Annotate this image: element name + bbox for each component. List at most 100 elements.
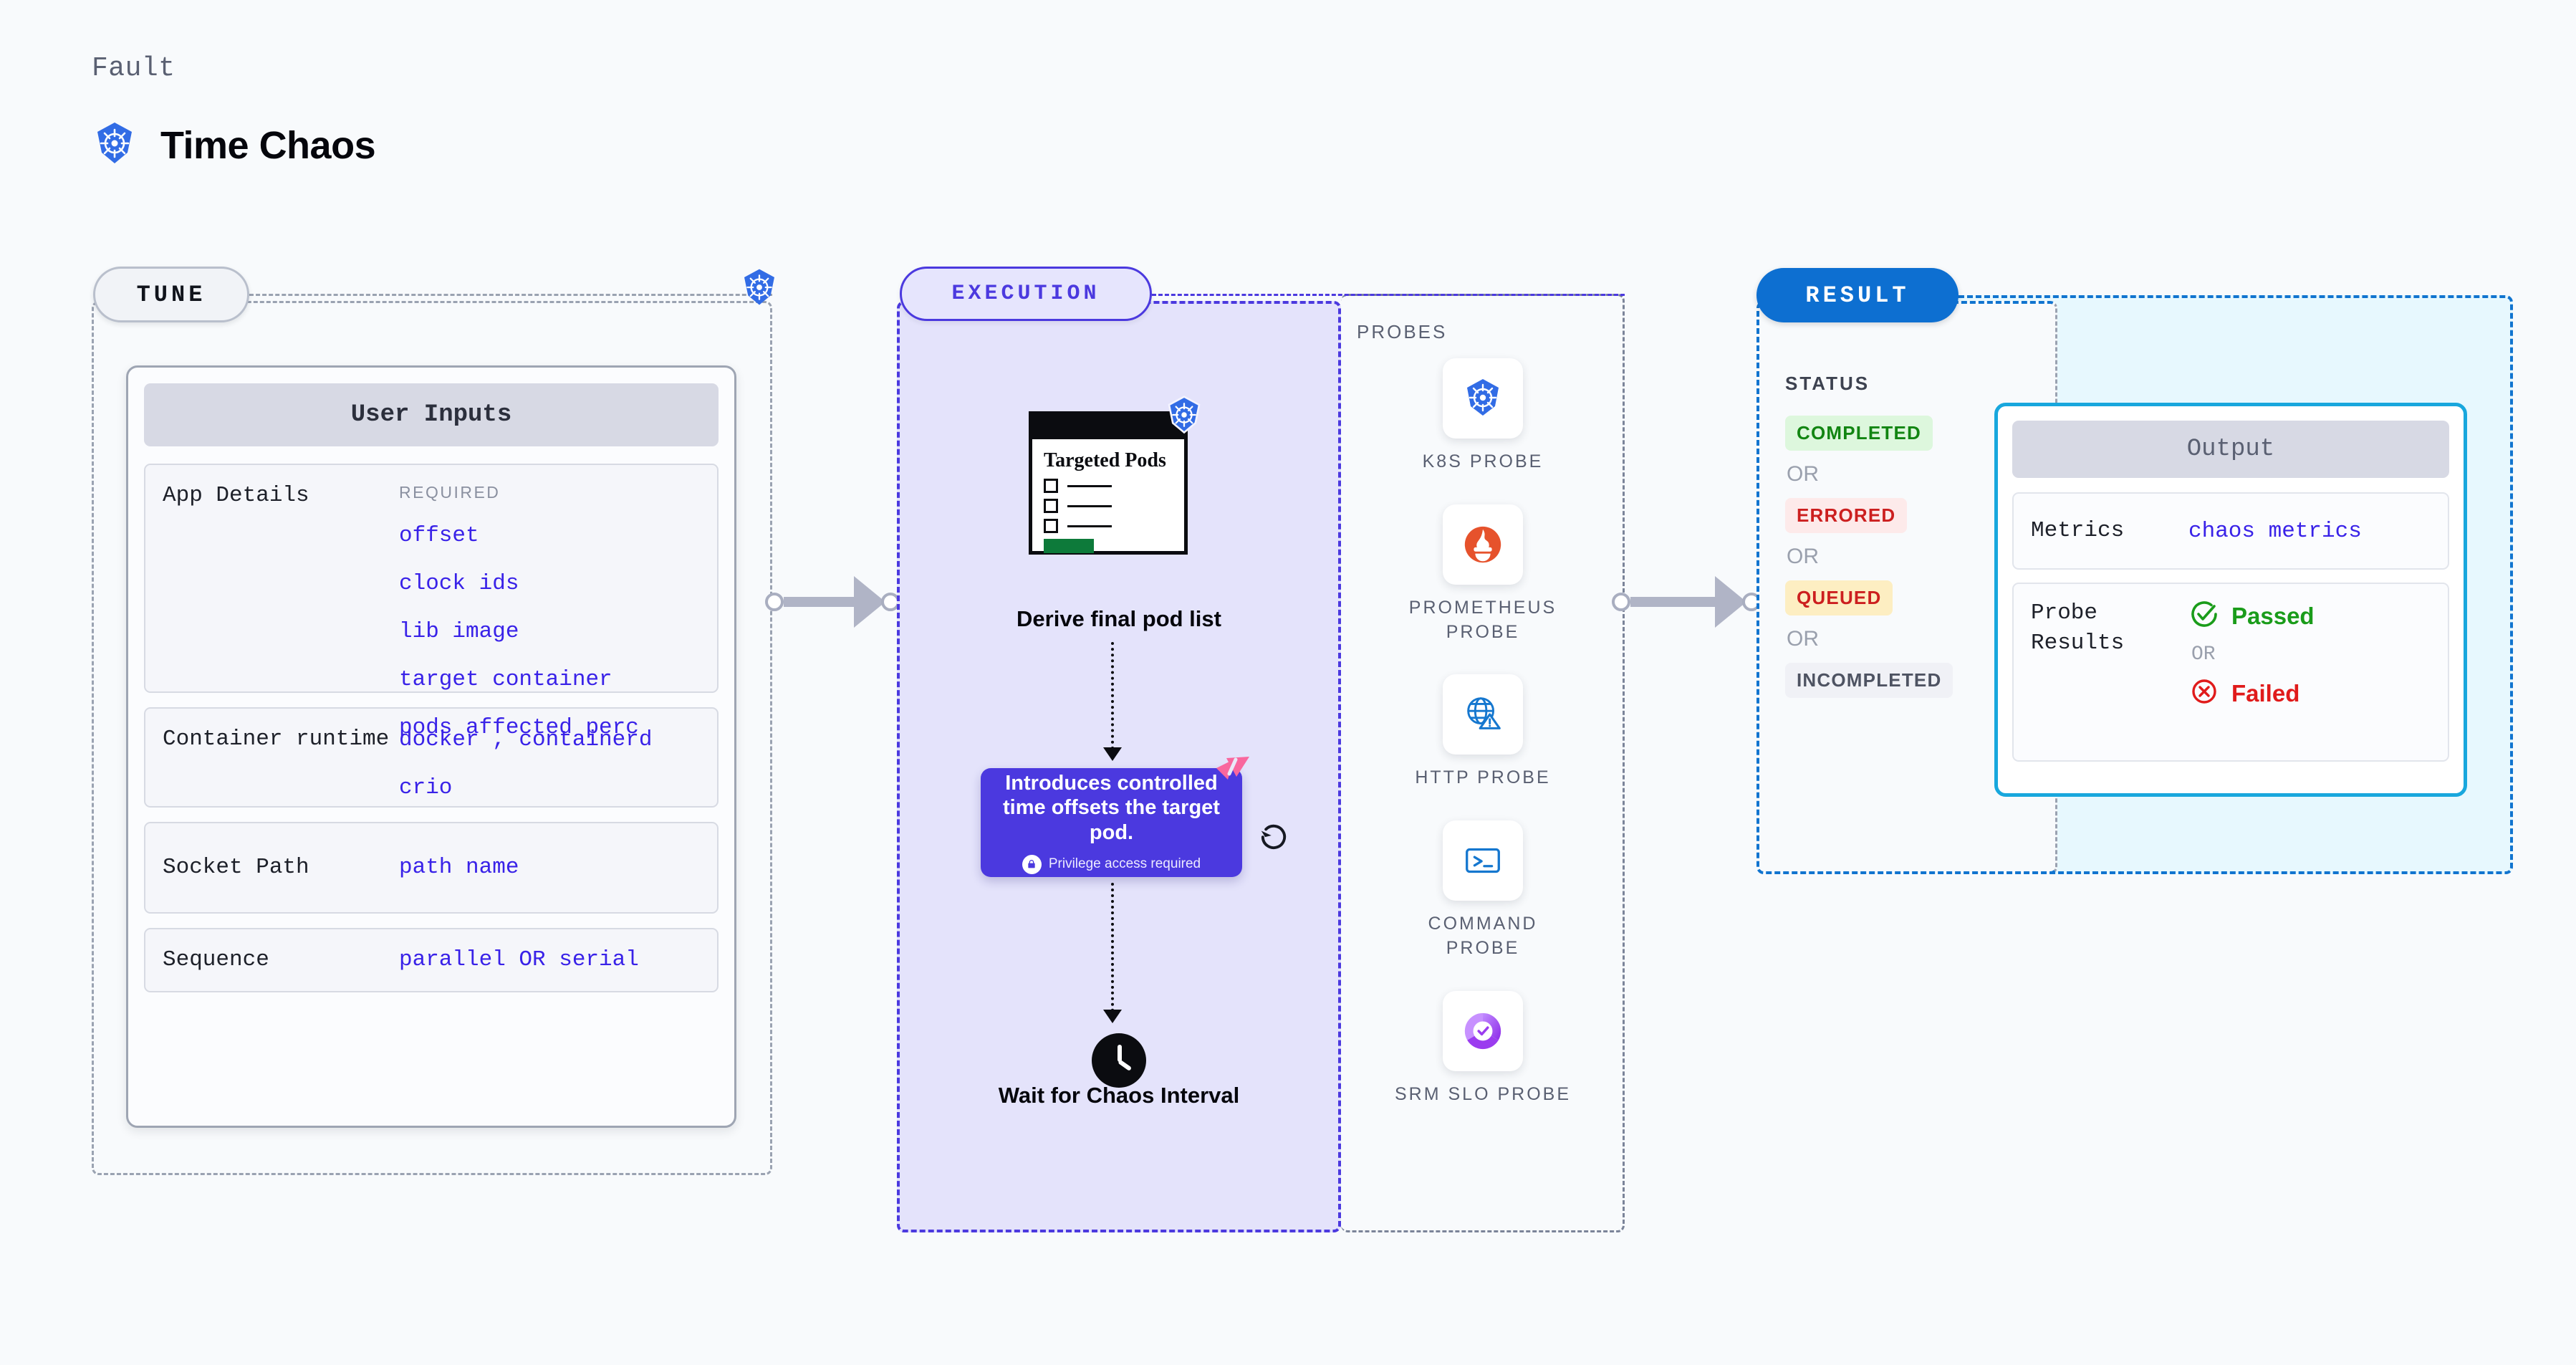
- connector-bar: [784, 597, 855, 607]
- row-values: path name: [399, 852, 519, 884]
- x-circle-icon: [2188, 676, 2220, 711]
- user-inputs-card: User Inputs App Details REQUIRED offset …: [126, 365, 736, 1128]
- probe-result-failed: Failed: [2188, 676, 2315, 711]
- kubernetes-icon: [92, 120, 138, 170]
- connector-bar: [1630, 597, 1716, 607]
- or-separator: OR: [1787, 545, 1819, 568]
- checkbox-icon: [1044, 499, 1058, 514]
- row-value: lib image: [399, 619, 519, 645]
- probe-label: COMMAND PROBE: [1428, 914, 1538, 958]
- probe-item-srm-slo[interactable]: SRM SLO PROBE: [1390, 990, 1576, 1107]
- refresh-loop-icon: [1255, 817, 1292, 858]
- flow-arrow-1: [1111, 642, 1114, 749]
- status-badge: COMPLETED: [1785, 416, 1933, 451]
- connector-arrowhead: [854, 576, 885, 628]
- clock-hand-hour: [1118, 1045, 1122, 1062]
- probe-label: SRM SLO PROBE: [1395, 1083, 1571, 1104]
- row-label: App Details: [163, 483, 309, 508]
- result-badge[interactable]: RESULT: [1756, 268, 1959, 322]
- placeholder-line: [1067, 525, 1112, 527]
- table-row: Sequence parallel OR serial: [144, 928, 719, 992]
- fault-description-card: Introduces controlled time offsets the t…: [981, 757, 1249, 877]
- tune-badge[interactable]: TUNE: [93, 267, 249, 322]
- card-body: Targeted Pods: [1032, 439, 1184, 563]
- srm-slo-icon: [1443, 990, 1523, 1071]
- connector-tune-to-execution: [765, 573, 908, 631]
- execution-badge[interactable]: EXECUTION: [900, 267, 1152, 321]
- status-list: COMPLETED OR ERRORED OR QUEUED OR INCOMP…: [1785, 416, 2000, 698]
- checkbox-icon: [1044, 519, 1058, 534]
- litmus-icon: [1212, 755, 1252, 796]
- connector-dot: [1612, 593, 1630, 611]
- row-values: Passed OR Failed: [2188, 598, 2315, 746]
- derive-pod-list-caption: Derive final pod list: [1017, 606, 1221, 631]
- status-badge: INCOMPLETED: [1785, 663, 1953, 698]
- row-value: path name: [399, 854, 519, 880]
- connector-arrowhead: [1715, 576, 1746, 628]
- execution-top-dashed-line: [1152, 294, 1625, 296]
- http-globe-warning-icon: [1443, 674, 1523, 755]
- probes-title: PROBES: [1357, 321, 1448, 343]
- probe-item-command[interactable]: COMMAND PROBE: [1390, 820, 1576, 961]
- kubernetes-icon: [1443, 358, 1523, 439]
- or-separator: OR: [2191, 643, 2216, 666]
- row-values: parallel OR serial: [399, 944, 639, 977]
- table-row: Socket Path path name: [144, 822, 719, 914]
- tune-stage-border: [92, 301, 772, 1175]
- card-titlebar: [1032, 415, 1184, 439]
- row-value: docker , containerd: [399, 727, 653, 752]
- targeted-pods-title: Targeted Pods: [1044, 449, 1166, 471]
- probe-item-prometheus[interactable]: PROMETHEUS PROBE: [1390, 504, 1576, 645]
- row-label: Sequence: [163, 947, 269, 973]
- probes-stage: [1341, 294, 1625, 1232]
- connector-dot: [765, 593, 784, 611]
- failed-label: Failed: [2231, 679, 2300, 707]
- table-row: Container runtime docker , containerd cr…: [144, 707, 719, 808]
- probe-item-k8s[interactable]: K8S PROBE: [1390, 358, 1576, 474]
- probe-label: K8S PROBE: [1422, 451, 1544, 471]
- status-badge: QUEUED: [1785, 580, 1893, 616]
- row-value: chaos metrics: [2188, 518, 2362, 544]
- privilege-note: Privilege access required: [1022, 854, 1201, 874]
- row-label: Container runtime: [163, 727, 390, 752]
- clock-hand-minute: [1118, 1059, 1133, 1071]
- kubernetes-icon: [739, 267, 779, 311]
- required-tag: REQUIRED: [399, 483, 501, 502]
- status-badge: ERRORED: [1785, 498, 1908, 533]
- prometheus-icon: [1443, 504, 1523, 585]
- tune-stage: [92, 301, 772, 1175]
- kubernetes-icon: [1164, 395, 1204, 439]
- or-separator: OR: [1787, 627, 1819, 651]
- targeted-pods-card: Targeted Pods: [1029, 396, 1201, 555]
- probes-stage-border: [1341, 294, 1625, 1232]
- output-title: Output: [2012, 421, 2449, 478]
- fault-eyebrow-label: Fault: [92, 53, 176, 84]
- list-item: [1044, 519, 1173, 534]
- row-value: parallel OR serial: [399, 947, 639, 972]
- table-row: Metrics chaos metrics: [2012, 492, 2449, 570]
- row-value: clock ids: [399, 571, 519, 597]
- user-inputs-title: User Inputs: [144, 383, 719, 446]
- flow-arrowhead-1: [1103, 747, 1122, 761]
- flow-arrowhead-2: [1103, 1010, 1122, 1023]
- row-values: docker , containerd crio: [399, 724, 653, 800]
- passed-label: Passed: [2231, 602, 2315, 629]
- row-value: target container: [399, 667, 612, 693]
- connector-dot: [881, 593, 900, 611]
- fault-title-row: Time Chaos: [92, 120, 376, 170]
- placeholder-line: [1067, 484, 1112, 487]
- row-value: offset: [399, 523, 479, 549]
- probe-result-passed: Passed: [2188, 598, 2315, 633]
- page-title: Time Chaos: [160, 123, 376, 167]
- placeholder-line: [1067, 504, 1112, 507]
- probe-label: HTTP PROBE: [1415, 767, 1551, 788]
- probe-item-http[interactable]: HTTP PROBE: [1390, 674, 1576, 790]
- fault-description-text: Introduces controlled time offsets the t…: [1003, 772, 1220, 844]
- lock-icon: [1022, 854, 1042, 874]
- clock-icon: [1092, 1033, 1146, 1088]
- checkbox-icon: [1044, 479, 1058, 494]
- progress-bar: [1044, 539, 1094, 554]
- row-value: pods affected perc: [399, 715, 639, 741]
- row-label: Probe Results: [2031, 600, 2125, 656]
